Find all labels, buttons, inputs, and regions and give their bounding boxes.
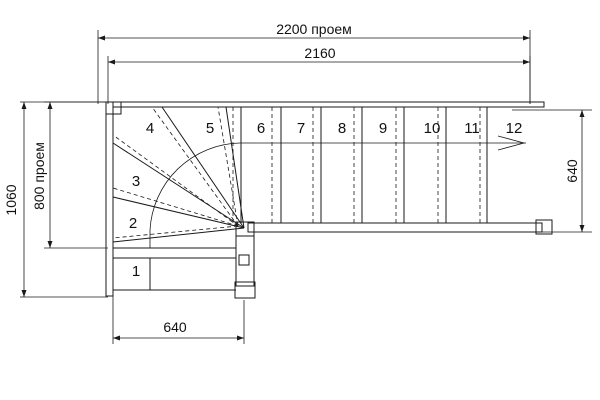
dim-right-label: 640 — [564, 159, 580, 183]
dimension-left-inner: 800 проем — [31, 101, 108, 249]
step-number: 4 — [146, 120, 154, 137]
step-number: 10 — [424, 120, 441, 137]
step-number: 3 — [132, 173, 140, 190]
step-number: 12 — [506, 120, 523, 137]
step-number: 5 — [206, 120, 214, 137]
step-number: 6 — [257, 120, 265, 137]
dimension-bottom: 640 — [112, 292, 245, 344]
step-numbers: 1 2 3 4 5 6 7 8 9 10 11 12 — [129, 120, 523, 280]
step-number: 11 — [464, 120, 480, 137]
step-number: 2 — [129, 215, 137, 232]
dimension-top-outer: 2200 проем — [97, 21, 531, 104]
winder-section — [112, 106, 258, 248]
step-number: 9 — [379, 120, 387, 137]
dim-left-inner-label: 800 проем — [31, 142, 47, 210]
dimension-top-inner: 2160 — [107, 45, 531, 104]
straight-flight — [232, 107, 526, 223]
dim-top-inner-label: 2160 — [304, 45, 335, 61]
dim-top-outer-label: 2200 проем — [276, 21, 352, 37]
dim-left-outer-label: 1060 — [3, 184, 19, 215]
step-number: 1 — [132, 263, 140, 280]
step-number: 7 — [297, 120, 305, 137]
dimension-left-outer: 1060 — [3, 101, 108, 298]
stair-structure — [105, 101, 553, 299]
dim-bottom-label: 640 — [163, 319, 187, 335]
dimension-right: 640 — [512, 109, 592, 233]
step-number: 8 — [338, 120, 346, 137]
